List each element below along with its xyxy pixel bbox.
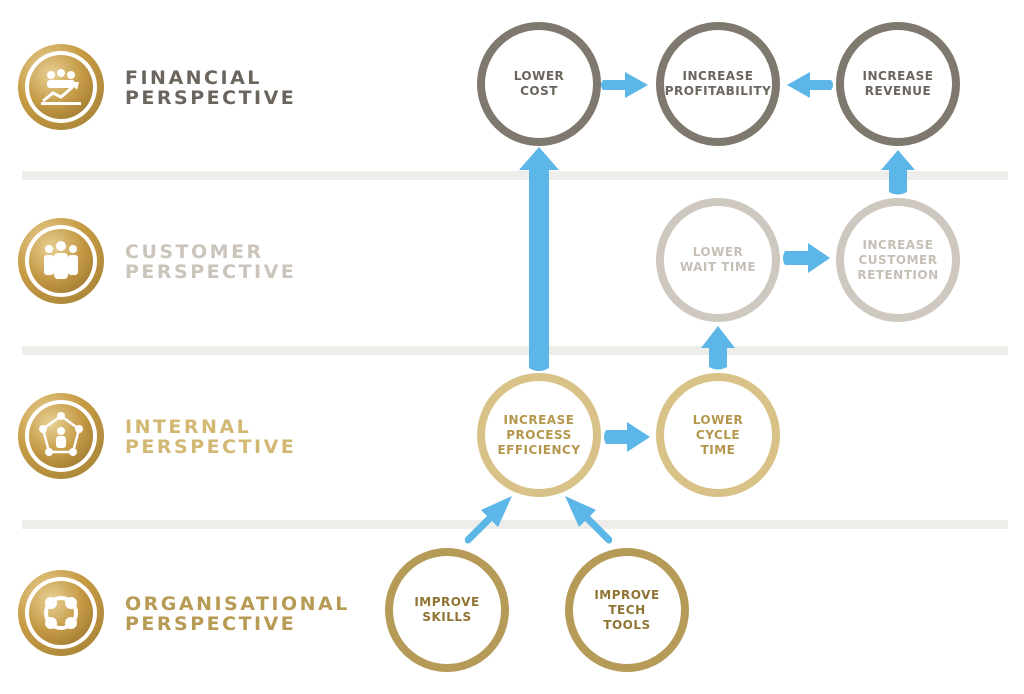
arrow-wait-to-retention — [783, 243, 830, 273]
arrow-skills-to-efficiency — [464, 496, 512, 544]
node-increase-customer-retention: INCREASE CUSTOMER RETENTION — [836, 198, 960, 322]
arrow-efficiency-to-cycle — [604, 422, 650, 452]
growth-chart-icon — [18, 44, 104, 130]
node-improve-tech-tools: IMPROVE TECH TOOLS — [565, 548, 689, 672]
arrow-revenue-to-profitability — [787, 72, 833, 98]
node-lower-wait-time: LOWER WAIT TIME — [656, 198, 780, 322]
node-improve-skills: IMPROVE SKILLS — [385, 548, 509, 672]
arrow-efficiency-to-cost — [519, 147, 559, 371]
node-increase-revenue: INCREASE REVENUE — [836, 22, 960, 146]
team-circle-icon — [18, 570, 104, 656]
separator-band-3 — [22, 520, 1008, 529]
people-group-icon — [18, 218, 104, 304]
arrow-retention-to-revenue — [881, 150, 915, 195]
node-lower-cycle-time: LOWER CYCLE TIME — [656, 373, 780, 497]
arrow-tech-to-efficiency — [565, 496, 613, 544]
node-increase-profitability: INCREASE PROFITABILITY — [656, 22, 780, 146]
node-increase-process-efficiency: INCREASE PROCESS EFFICIENCY — [477, 373, 601, 497]
arrow-cycle-to-wait — [701, 326, 735, 370]
separator-band-2 — [22, 346, 1008, 355]
separator-band-1 — [22, 171, 1008, 180]
node-lower-cost: LOWER COST — [477, 22, 601, 146]
network-people-icon — [18, 393, 104, 479]
arrow-cost-to-profitability — [601, 72, 648, 98]
